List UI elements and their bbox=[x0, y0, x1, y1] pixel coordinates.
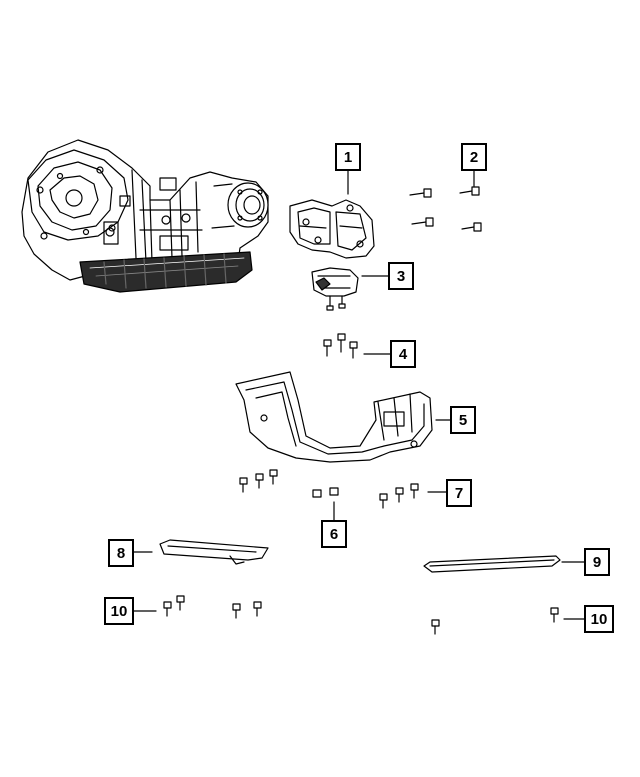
nut-set-6-illustration bbox=[312, 487, 339, 498]
isolator-mount-illustration bbox=[311, 267, 359, 311]
bolt-set-2-illustration bbox=[409, 186, 482, 232]
callout-5[interactable]: 5 bbox=[450, 406, 476, 434]
callout-6-label: 6 bbox=[329, 525, 339, 543]
skid-plate-9-illustration bbox=[423, 555, 561, 573]
callout-7[interactable]: 7 bbox=[446, 479, 472, 507]
callout-8[interactable]: 8 bbox=[108, 539, 134, 567]
callout-4-label: 4 bbox=[398, 345, 408, 363]
callout-9-label: 9 bbox=[592, 553, 602, 571]
transmission-illustration bbox=[21, 139, 269, 293]
bolt-set-4-illustration bbox=[323, 333, 358, 359]
callout-1[interactable]: 1 bbox=[335, 143, 361, 171]
crossmember-illustration bbox=[235, 371, 433, 463]
bolt-set-10-illustration bbox=[163, 595, 559, 635]
callout-2[interactable]: 2 bbox=[461, 143, 487, 171]
bolt-set-7-illustration bbox=[239, 469, 419, 509]
callout-8-label: 8 bbox=[116, 544, 126, 562]
callout-2-label: 2 bbox=[469, 148, 479, 166]
callout-10-left[interactable]: 10 bbox=[104, 597, 134, 625]
callout-6[interactable]: 6 bbox=[321, 520, 347, 548]
callout-7-label: 7 bbox=[454, 484, 464, 502]
callout-3-label: 3 bbox=[396, 267, 406, 285]
callout-5-label: 5 bbox=[458, 411, 468, 429]
callout-10-right[interactable]: 10 bbox=[584, 605, 614, 633]
callout-3[interactable]: 3 bbox=[388, 262, 414, 290]
leader-lines bbox=[133, 170, 585, 620]
skid-plate-8-illustration bbox=[159, 539, 269, 565]
mount-bracket-illustration bbox=[289, 199, 375, 259]
callout-1-label: 1 bbox=[343, 148, 353, 166]
callout-10-right-label: 10 bbox=[590, 610, 608, 628]
callout-9[interactable]: 9 bbox=[584, 548, 610, 576]
callout-4[interactable]: 4 bbox=[390, 340, 416, 368]
callout-10-left-label: 10 bbox=[110, 602, 128, 620]
